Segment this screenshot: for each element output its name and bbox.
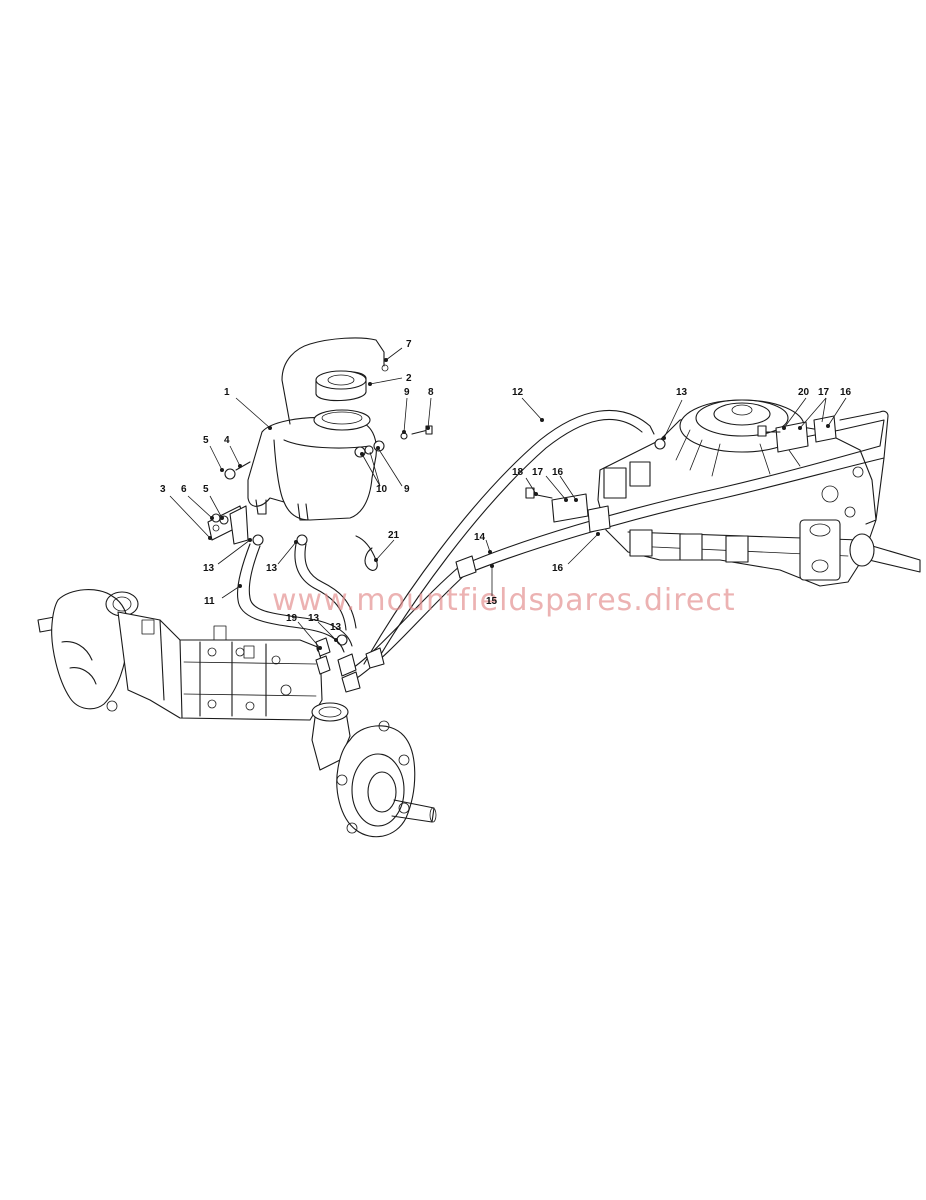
callout-5a: 5 xyxy=(203,435,209,446)
callout-8: 8 xyxy=(428,387,434,398)
rear-transaxle-assembly xyxy=(597,399,921,587)
callout-11: 11 xyxy=(204,596,215,607)
front-axle-assembly xyxy=(37,589,437,838)
hoses-and-pipes xyxy=(236,409,889,693)
callout-13d: 13 xyxy=(308,613,320,624)
callout-6: 6 xyxy=(181,484,187,495)
callout-13e: 13 xyxy=(330,622,342,633)
callout-15: 15 xyxy=(486,596,498,607)
callout-7: 7 xyxy=(406,339,412,350)
callout-labels: 1 2 3 4 5 5 6 7 8 9 9 10 11 12 13 13 13 … xyxy=(160,339,852,633)
callout-16b: 16 xyxy=(552,563,564,574)
callout-20: 20 xyxy=(798,387,810,398)
callout-9a: 9 xyxy=(404,387,410,398)
callout-3: 3 xyxy=(160,484,166,495)
callout-5b: 5 xyxy=(203,484,209,495)
callout-13a: 13 xyxy=(203,563,215,574)
callout-10: 10 xyxy=(376,484,388,495)
callout-1: 1 xyxy=(224,387,230,398)
callout-19: 19 xyxy=(286,613,298,624)
callout-13b: 13 xyxy=(266,563,278,574)
callout-21: 21 xyxy=(388,530,400,541)
watermark-text: www.mountfieldspares.direct xyxy=(272,583,736,618)
callout-17b: 17 xyxy=(818,387,830,398)
callout-leaders xyxy=(169,347,847,650)
callout-14: 14 xyxy=(474,532,486,543)
callout-4: 4 xyxy=(224,435,230,446)
callout-17a: 17 xyxy=(532,467,544,478)
callout-12: 12 xyxy=(512,387,524,398)
callout-16a: 16 xyxy=(552,467,564,478)
callout-2: 2 xyxy=(406,373,412,384)
callout-13c: 13 xyxy=(676,387,688,398)
callout-18: 18 xyxy=(512,467,524,478)
reservoir-tank xyxy=(207,337,666,654)
callout-16c: 16 xyxy=(840,387,852,398)
callout-9b: 9 xyxy=(404,484,410,495)
